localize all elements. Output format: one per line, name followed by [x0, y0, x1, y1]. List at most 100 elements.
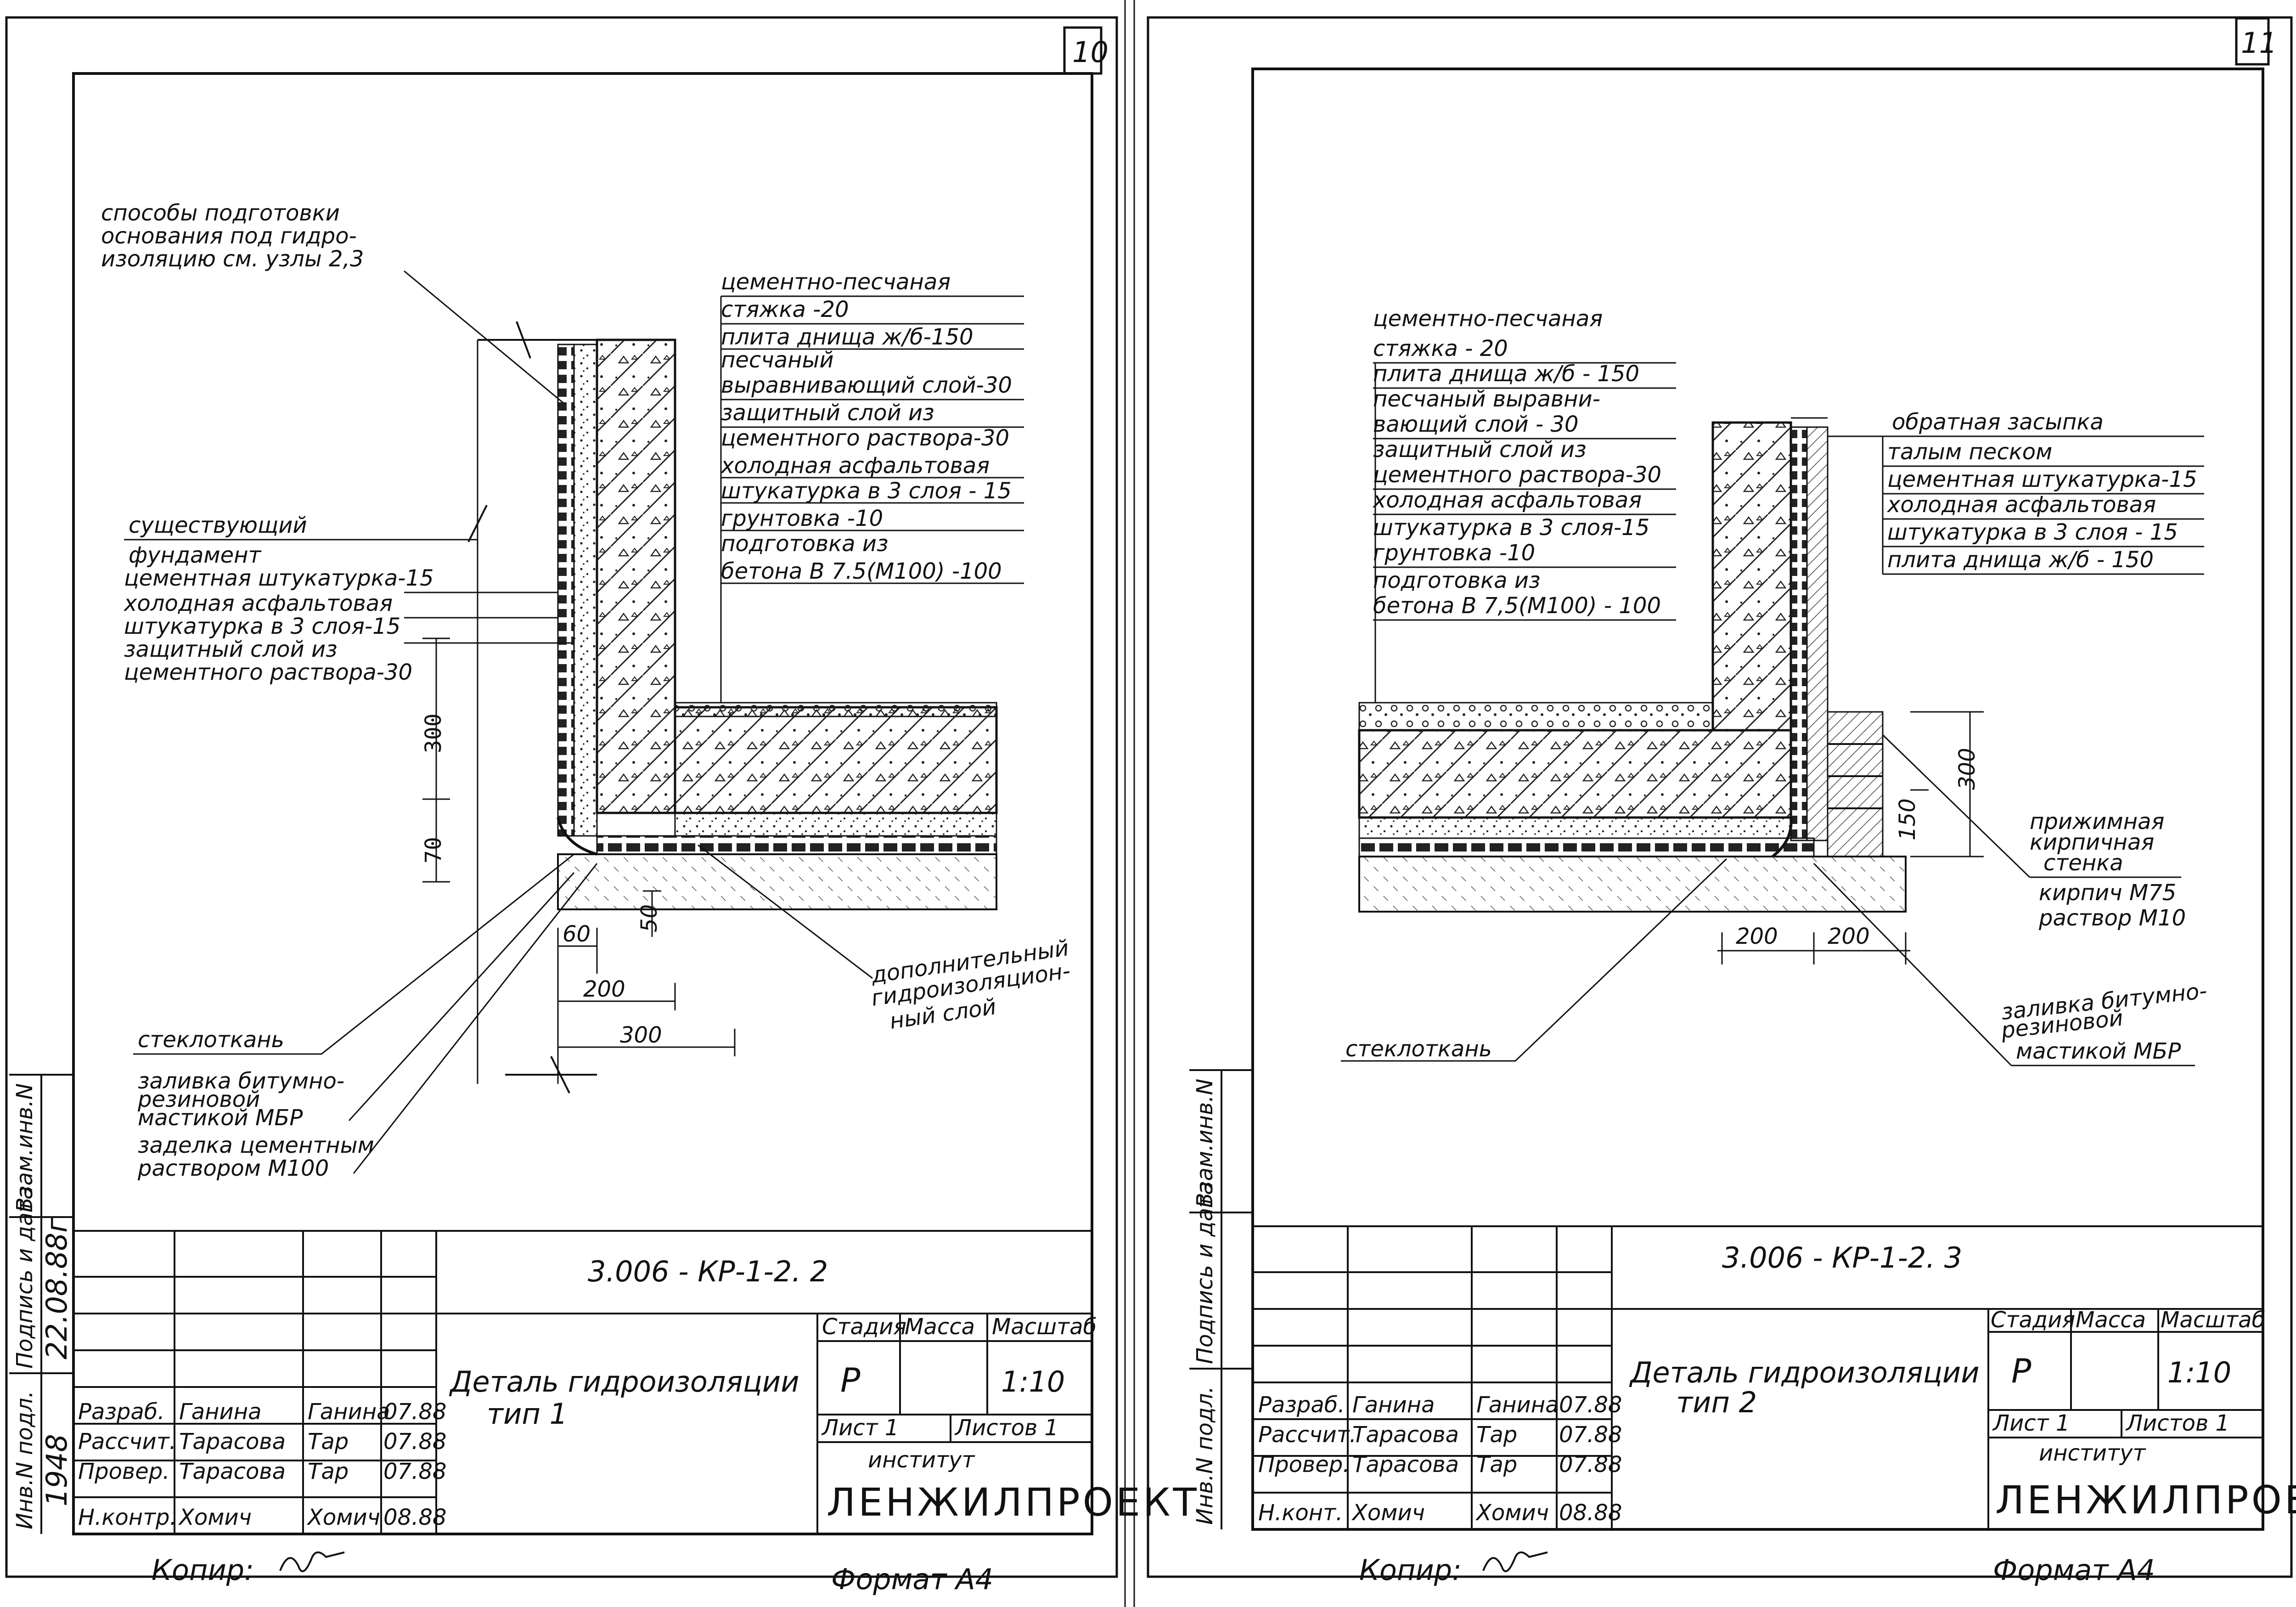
l2-line-8: холодная асфальтовая — [1372, 487, 1642, 513]
bf-line-2: талым песком — [1887, 439, 2052, 465]
callout2-steklotkan: стеклоткань — [1341, 858, 1728, 1062]
layers-line-6: защитный слой из — [721, 400, 934, 426]
cement-leader — [353, 863, 598, 1174]
layers-line-3: плита днища ж/б-150 — [721, 324, 974, 350]
base-prep-leader — [404, 270, 565, 405]
dim-200 — [558, 983, 676, 1010]
l2-rules — [1373, 362, 1676, 621]
kopir2-label: Копир: — [1359, 1553, 1462, 1587]
callout2-layers: цементно-песчаная стяжка - 20 плита днищ… — [1372, 306, 1676, 703]
sign-1: Ганина — [308, 1399, 390, 1425]
r2-name-4: Хомич — [1351, 1500, 1425, 1526]
st2-leader — [1341, 858, 1728, 1062]
title-block-2: 3.006 - КР-1-2. 3 Деталь гидроизоляции т… — [1253, 1225, 2296, 1529]
side-inv: Инв.N подл. — [12, 1391, 38, 1529]
existing-line-7: цементного раствора-30 — [124, 660, 412, 685]
scale-value: 1:10 — [1001, 1365, 1065, 1398]
dim-50 — [643, 890, 661, 937]
side-inv-value: 1948 — [40, 1434, 73, 1506]
l2-line-1: цементно-песчаная — [1373, 306, 1603, 332]
dim-label-70: 70 — [421, 837, 446, 863]
callout-mastic: заливка битумно- резиновой мастикой МБР — [137, 872, 575, 1131]
wall-concrete — [596, 338, 676, 814]
bf-line-4: холодная асфальтовая — [1886, 492, 2156, 518]
sign-2: Тар — [308, 1429, 349, 1455]
bf-rules — [1828, 435, 2204, 575]
dim-vertical — [422, 637, 450, 883]
mastic-line-2: резиновой — [137, 1087, 260, 1112]
callout-cement: заделка цементным раствором М100 — [137, 863, 598, 1181]
scale-header: Масштаб — [992, 1314, 1097, 1340]
l2-line-10: грунтовка -10 — [1373, 540, 1535, 566]
callout-base-prep: способы подготовки основания под гидро- … — [101, 200, 565, 405]
layers-line-8: холодная асфальтовая — [720, 453, 990, 479]
wall-line-2: кирпичная — [2030, 829, 2154, 855]
dim-label-300: 300 — [421, 713, 446, 753]
sheet-outer-frame — [5, 16, 1118, 1578]
dim-label-200: 200 — [583, 976, 625, 1002]
org2-name: ЛЕНЖИЛПРОЕКТ — [1995, 1477, 2296, 1522]
side2-lines — [1189, 1069, 1253, 1529]
kopir-label: Копир: — [152, 1553, 254, 1587]
l2-line-5: вающий слой - 30 — [1373, 412, 1579, 437]
role-2: Рассчит. — [78, 1429, 176, 1455]
cement-line-1: заделка цементным — [138, 1133, 374, 1158]
date-1: 07.88 — [383, 1399, 446, 1425]
role-1: Разраб. — [78, 1399, 165, 1425]
dim2-label-150: 150 — [1895, 798, 1920, 840]
sheet-right: 11 300 150 200 200 цементно-песчаная стя… — [1147, 16, 2296, 1587]
title-grid-v — [174, 1231, 988, 1534]
sand2 — [1358, 817, 1792, 839]
name-3: Тарасова — [179, 1459, 286, 1484]
existing-line-5: штукатурка в 3 слоя-15 — [124, 614, 400, 639]
dim2-vertical — [1910, 711, 1984, 857]
layers-line-10: грунтовка -10 — [721, 506, 883, 531]
callout-layers: цементно-песчаная стяжка -20 плита днища… — [720, 269, 1024, 703]
mass-header: Масса — [905, 1314, 975, 1340]
name-1: Ганина — [179, 1399, 262, 1425]
dim-60 — [557, 928, 598, 1084]
r2-sign-3: Тар — [1476, 1452, 1517, 1477]
base-prep-line-3: изоляцию см. узлы 2,3 — [101, 246, 364, 272]
sheet-number-box-2 — [2235, 17, 2270, 66]
dim2-label-200a: 200 — [1736, 924, 1778, 949]
r2-date-4: 08.88 — [1559, 1500, 1622, 1526]
institute2-label: институт — [2039, 1440, 2146, 1466]
sheet-number-box — [1063, 26, 1103, 75]
doc-title-1: Деталь гидроизоляции — [449, 1365, 799, 1398]
stage2-value: Р — [2011, 1352, 2032, 1390]
mastic-leader — [348, 872, 575, 1122]
format2-label: Формат А4 — [1993, 1553, 2155, 1587]
sign-4: Хомич — [306, 1505, 380, 1530]
dim2-horizontal — [1717, 932, 1910, 964]
st2-label: стеклоткань — [1345, 1036, 1492, 1062]
sign-3: Тар — [308, 1459, 349, 1484]
side-strip: Инв.N подл. Подпись и дата Взам.инв.N 19… — [9, 1074, 73, 1534]
kopir-signature — [279, 1551, 345, 1573]
r2-role-1: Разраб. — [1258, 1392, 1345, 1418]
l2-line-3: плита днища ж/б - 150 — [1373, 361, 1639, 387]
name-2: Тарасова — [179, 1429, 286, 1455]
l2-line-7: цементного раствора-30 — [1373, 462, 1661, 488]
detail-drawing-type2 — [1358, 417, 1984, 964]
t2-grid-v — [1347, 1226, 2159, 1529]
sheet-outer-frame-2 — [1147, 16, 2293, 1578]
sheets2-label: Листов 1 — [2125, 1410, 2229, 1436]
detail-drawing-type1 — [422, 321, 998, 1094]
scale2-value: 1:10 — [2167, 1356, 2231, 1389]
wall-leader — [1882, 734, 2181, 878]
brick-wall — [1827, 711, 1884, 857]
role-4: Н.контр. — [78, 1505, 177, 1530]
slab-concrete — [674, 706, 998, 814]
brick-courses — [1828, 743, 1883, 809]
scale2-header: Масштаб — [2161, 1307, 2265, 1333]
r2-sign-2: Тар — [1476, 1422, 1517, 1448]
break-line-mid — [467, 505, 488, 542]
doc-title-2: тип 1 — [487, 1397, 568, 1431]
name-4: Хомич — [178, 1505, 252, 1530]
bf-line-3: цементная штукатурка-15 — [1887, 467, 2197, 492]
base-prep-line-2: основания под гидро- — [101, 223, 357, 249]
corner-fillet — [557, 817, 597, 856]
format-label: Формат А4 — [831, 1562, 993, 1596]
waterproof-bottom — [596, 835, 997, 855]
